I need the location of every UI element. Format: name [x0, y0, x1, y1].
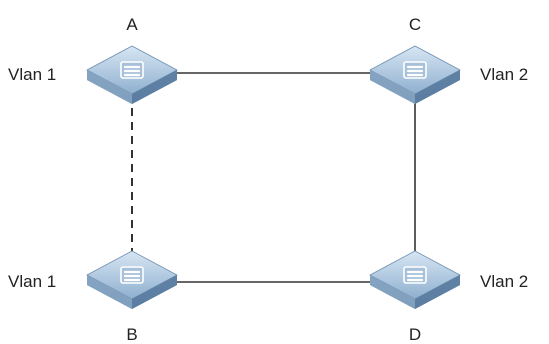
node-label-a: A — [126, 15, 138, 34]
vlan-label-c: Vlan 2 — [480, 65, 528, 84]
vlan-label-a: Vlan 1 — [8, 65, 56, 84]
switch-a-icon — [86, 45, 178, 104]
vlan-label-d: Vlan 2 — [480, 272, 528, 291]
node-label-d: D — [409, 325, 421, 344]
switch-c-icon — [369, 45, 461, 104]
node-label-c: C — [409, 15, 421, 34]
switch-b-icon — [86, 250, 178, 309]
vlan-label-b: Vlan 1 — [8, 272, 56, 291]
node-label-b: B — [126, 325, 137, 344]
switch-d-icon — [369, 250, 461, 309]
